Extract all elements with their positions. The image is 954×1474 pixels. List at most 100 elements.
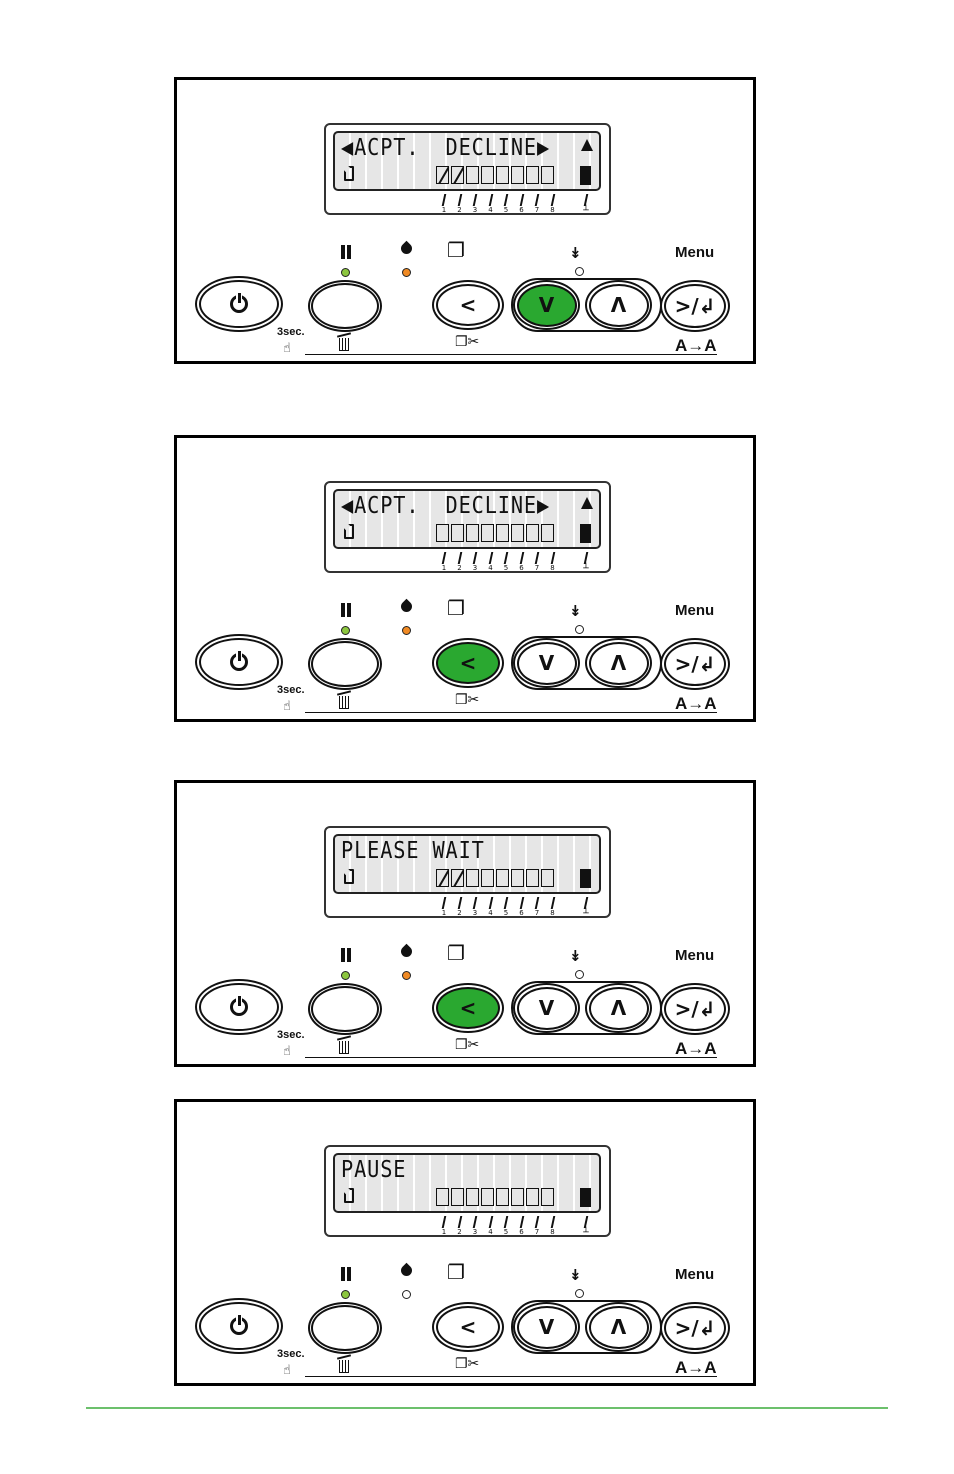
tick-label: 4 <box>486 1228 496 1236</box>
tick-mark <box>488 1216 493 1228</box>
pause-button-face <box>311 283 379 329</box>
tick-label: 4 <box>486 564 496 572</box>
ink-level-cell <box>541 166 554 184</box>
menu-enter-button[interactable]: >/↲ <box>660 1302 730 1354</box>
tick-mark-tank <box>584 194 589 206</box>
tick-mark <box>457 194 462 206</box>
tick-mark <box>504 897 509 909</box>
power-button[interactable] <box>195 634 283 690</box>
trash-can <box>339 1041 349 1054</box>
ink-level-cell <box>526 869 539 887</box>
menu-enter-button[interactable]: >/↲ <box>660 638 730 690</box>
up-button[interactable]: Ʌ <box>585 638 652 688</box>
tick-mark-tank <box>584 552 589 564</box>
ink-level-cell <box>481 524 494 542</box>
up-button[interactable]: Ʌ <box>585 1302 652 1352</box>
footer-divider <box>86 1407 888 1409</box>
paper-source-button[interactable]: < <box>432 1302 504 1352</box>
down-button[interactable]: V <box>513 280 580 330</box>
ink-level-cell <box>496 869 509 887</box>
ink-level-cell <box>436 1188 449 1206</box>
tick-label: 5 <box>501 1228 511 1236</box>
tick-mark <box>519 897 524 909</box>
paper-source-button-icon: < <box>460 295 477 315</box>
ink-level-cell <box>481 166 494 184</box>
down-button-icon: V <box>539 295 554 315</box>
tick-mark-tank <box>584 1216 589 1228</box>
lcd-screen: ◀ACPT. DECLINE▶ <box>333 489 601 549</box>
pause-button[interactable] <box>308 1302 382 1354</box>
bottom-rule <box>305 354 717 355</box>
power-button[interactable] <box>195 276 283 332</box>
pause-button[interactable] <box>308 983 382 1035</box>
tick-mark <box>442 194 447 206</box>
ink-drop-icon <box>399 599 415 615</box>
hold-three-seconds-label: 3sec. <box>277 1029 305 1041</box>
lcd-paper-icon <box>344 869 354 884</box>
tick-mark <box>457 552 462 564</box>
ink-level-cell <box>466 166 479 184</box>
power-icon <box>230 1317 248 1335</box>
paper-feed-led <box>575 625 584 634</box>
trash-icon <box>337 334 351 352</box>
paper-source-button[interactable]: < <box>432 983 504 1033</box>
paper-source-button-icon: < <box>460 998 477 1018</box>
down-button[interactable]: V <box>513 1302 580 1352</box>
lcd-text-line: ◀ACPT. DECLINE▶ <box>341 493 550 519</box>
ink-level-cell <box>451 524 464 542</box>
ink-led <box>402 1290 411 1299</box>
lcd-screen: PLEASE WAIT <box>333 834 601 894</box>
pause-button[interactable] <box>308 280 382 332</box>
pause-button-face <box>311 641 379 687</box>
menu-label: Menu <box>675 1266 714 1283</box>
down-button[interactable]: V <box>513 983 580 1033</box>
menu-enter-button-face: >/↲ <box>664 642 726 686</box>
down-button-face: V <box>517 987 577 1030</box>
tick-label: 6 <box>517 1228 527 1236</box>
maintenance-tank-level <box>580 1188 591 1207</box>
up-button-icon: Ʌ <box>611 295 626 315</box>
ink-level-bars <box>436 1188 556 1206</box>
pause-led <box>341 626 350 635</box>
lcd-text-line: PAUSE <box>341 1157 406 1183</box>
tick-mark <box>457 1216 462 1228</box>
ink-level-bars <box>436 524 556 542</box>
pause-button[interactable] <box>308 638 382 690</box>
trash-lid <box>337 1354 351 1359</box>
tick-mark <box>519 1216 524 1228</box>
tick-mark <box>519 552 524 564</box>
up-button[interactable]: Ʌ <box>585 983 652 1033</box>
tick-label: 1 <box>439 909 449 917</box>
paper-feed-icon: ↡ <box>569 1268 582 1283</box>
tick-label: 4 <box>486 206 496 214</box>
paper-source-button[interactable]: < <box>432 638 504 688</box>
trash-icon <box>337 1037 351 1055</box>
trash-can <box>339 696 349 709</box>
hold-three-seconds-label: 3sec. <box>277 326 305 338</box>
menu-enter-button[interactable]: >/↲ <box>660 280 730 332</box>
down-button[interactable]: V <box>513 638 580 688</box>
pause-icon <box>341 1267 351 1281</box>
ink-level-cell <box>526 1188 539 1206</box>
power-button[interactable] <box>195 979 283 1035</box>
paper-cut-icon: ❐✂ <box>455 693 479 707</box>
menu-enter-button-icon: >/↲ <box>675 296 716 316</box>
tick-label: 8 <box>548 909 558 917</box>
power-button[interactable] <box>195 1298 283 1354</box>
up-button[interactable]: Ʌ <box>585 280 652 330</box>
down-button-face: V <box>517 1306 577 1349</box>
paper-source-button[interactable]: < <box>432 280 504 330</box>
tick-label: 6 <box>517 564 527 572</box>
tick-mark <box>535 552 540 564</box>
up-button-icon: Ʌ <box>611 1317 626 1337</box>
paper-feed-led <box>575 970 584 979</box>
menu-label: Menu <box>675 602 714 619</box>
ink-level-cell <box>481 869 494 887</box>
paper-feed-led <box>575 267 584 276</box>
menu-enter-button[interactable]: >/↲ <box>660 983 730 1035</box>
paper-source-button-face: < <box>436 642 500 684</box>
